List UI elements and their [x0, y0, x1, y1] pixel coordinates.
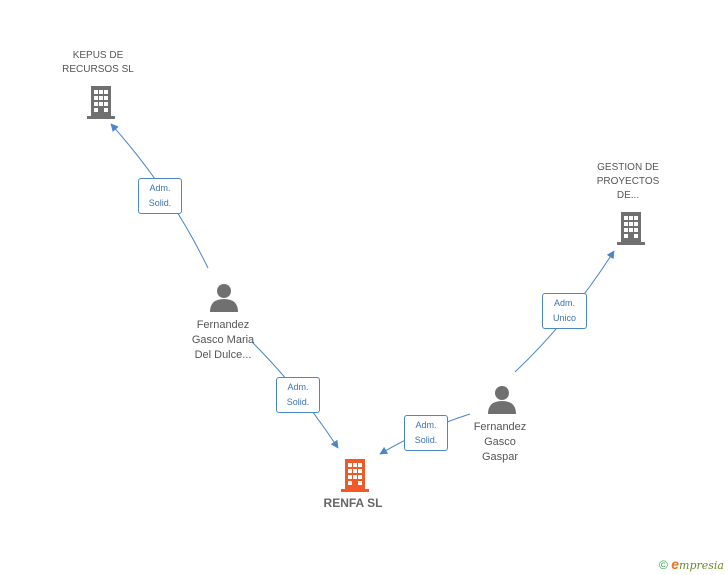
edge-label-maria-renfa[interactable]: Adm. Solid. — [276, 377, 320, 413]
node-gestion-label[interactable]: GESTION DE PROYECTOS DE... — [596, 162, 660, 201]
node-gaspar-label[interactable]: Fernandez Gasco Gaspar — [473, 421, 527, 463]
node-maria-label[interactable]: Fernandez Gasco Maria Del Dulce... — [191, 319, 255, 361]
edge-label-maria-kepus[interactable]: Adm. Solid. — [138, 178, 182, 214]
empresia-logo-e: e — [671, 556, 680, 572]
copyright-icon: © — [659, 558, 668, 572]
building-icon[interactable] — [85, 84, 117, 120]
edge-label-gaspar-gestion[interactable]: Adm. Unico — [542, 293, 587, 329]
node-renfa-label[interactable]: RENFA SL — [323, 496, 383, 510]
empresia-logo-text: mpresia — [679, 559, 724, 572]
node-kepus-label[interactable]: KEPUS DE RECURSOS SL — [62, 50, 134, 75]
edge-label-gaspar-renfa[interactable]: Adm. Solid. — [404, 415, 448, 451]
building-icon[interactable] — [339, 457, 371, 493]
empresia-footer[interactable]: © empresia — [659, 556, 724, 572]
person-icon[interactable] — [487, 384, 517, 414]
person-icon[interactable] — [209, 282, 239, 312]
building-icon[interactable] — [615, 210, 647, 246]
